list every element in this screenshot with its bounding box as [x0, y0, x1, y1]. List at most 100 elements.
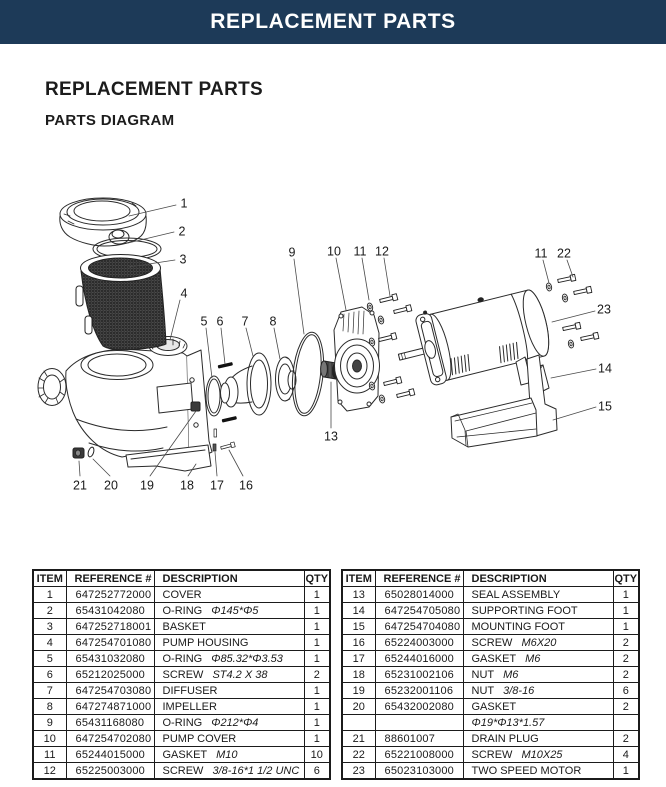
drain-plug-part: [72, 447, 85, 459]
cell-qty: 6: [303, 762, 331, 780]
mounting-foot-part: [450, 354, 558, 448]
cell-description: SUPPORTING FOOT: [462, 602, 614, 619]
cell-item: 2: [32, 602, 67, 619]
cell-qty: 2: [612, 666, 640, 683]
cell-qty: 1: [303, 634, 331, 651]
callout-leader-line: [169, 299, 181, 341]
callout-number: 12: [375, 245, 389, 259]
cell-reference: 647252718001: [65, 618, 155, 635]
cell-reference: 65431032080: [65, 650, 155, 667]
callout-number: 11: [535, 247, 548, 261]
cell-qty: 2: [303, 666, 331, 683]
callout-number: 6: [217, 315, 224, 329]
cell-reference: 65431042080: [65, 602, 155, 619]
cell-qty: 6: [612, 682, 640, 699]
cell-qty: 2: [612, 730, 640, 747]
callout-leader-line: [361, 257, 370, 301]
callout-leader-line: [335, 257, 347, 311]
callout-leader-line: [128, 204, 177, 217]
cell-description: IMPELLER: [153, 698, 305, 715]
callout-number: 18: [180, 479, 194, 493]
cell-reference: 65431168080: [65, 714, 155, 731]
callout-leader-line: [128, 259, 176, 268]
callout-leader-line: [551, 310, 596, 323]
callout-leader-line: [245, 327, 254, 357]
callout-number: 5: [201, 315, 208, 329]
cell-spec: M6X20: [521, 636, 557, 649]
cell-description: SEAL ASSEMBLY: [462, 586, 614, 603]
cell-item: 19: [341, 682, 376, 699]
banner-title: REPLACEMENT PARTS: [210, 10, 456, 33]
subsection-title: PARTS DIAGRAM: [45, 112, 175, 129]
cell-qty: 1: [303, 586, 331, 603]
cell-item: 18: [341, 666, 376, 683]
cell-qty: 1: [303, 714, 331, 731]
callout-number: 4: [181, 287, 188, 301]
cell-qty: 1: [612, 586, 640, 603]
cell-qty: 1: [612, 762, 640, 780]
impeller-part: [275, 356, 297, 402]
cell-reference: 647274871000: [65, 698, 155, 715]
cell-reference: 65028014000: [374, 586, 464, 603]
callout-leader-line: [566, 259, 574, 278]
cell-qty: 1: [303, 698, 331, 715]
pump-cover-part: [333, 306, 380, 412]
callout-leader-line: [542, 259, 550, 284]
callout-number: 22: [557, 247, 571, 261]
cell-qty: [612, 714, 640, 731]
cell-description: BASKET: [153, 618, 305, 635]
cell-reference: 647254702080: [65, 730, 155, 747]
cell-item: [341, 714, 376, 731]
callout-number: 20: [104, 479, 118, 493]
callout-leader-line: [149, 410, 197, 477]
basket-part: [75, 254, 167, 351]
cell-description: Φ19*Φ13*1.57: [462, 714, 614, 731]
callout-number: 8: [270, 315, 277, 329]
cell-item: 7: [32, 682, 67, 699]
cell-qty: 1: [612, 602, 640, 619]
screws22-washers11: [545, 273, 600, 349]
cell-reference: 65023103000: [374, 762, 464, 780]
cell-qty: 1: [303, 650, 331, 667]
cell-reference: 65244015000: [65, 746, 155, 763]
callout-leader-line: [92, 458, 111, 477]
col-header-reference: REFERENCE #: [65, 569, 155, 587]
table-row-continuation: Φ19*Φ13*1.57: [341, 714, 640, 731]
cell-reference: [374, 714, 464, 731]
cell-item: 20: [341, 698, 376, 715]
callout-number: 10: [327, 245, 341, 259]
cell-qty: 1: [303, 730, 331, 747]
cell-reference: 65244016000: [374, 650, 464, 667]
cell-qty: 2: [612, 650, 640, 667]
callout-number: 19: [140, 479, 154, 493]
cell-description: MOUNTING FOOT: [462, 618, 614, 635]
cell-spec: Φ85.32*Φ3.53: [211, 652, 283, 665]
callout-number: 15: [598, 400, 612, 414]
cell-item: 23: [341, 762, 376, 780]
drain-gasket-part: [87, 446, 95, 458]
cell-reference: 65231002106: [374, 666, 464, 683]
cell-spec: ST4.2 X 38: [212, 668, 268, 681]
cell-spec: Φ212*Φ4: [211, 716, 259, 729]
cell-reference: 647254703080: [65, 682, 155, 699]
page-banner: REPLACEMENT PARTS: [0, 0, 666, 44]
cell-item: 9: [32, 714, 67, 731]
table-header-row: ITEM REFERENCE # DESCRIPTION QTY: [32, 569, 331, 587]
